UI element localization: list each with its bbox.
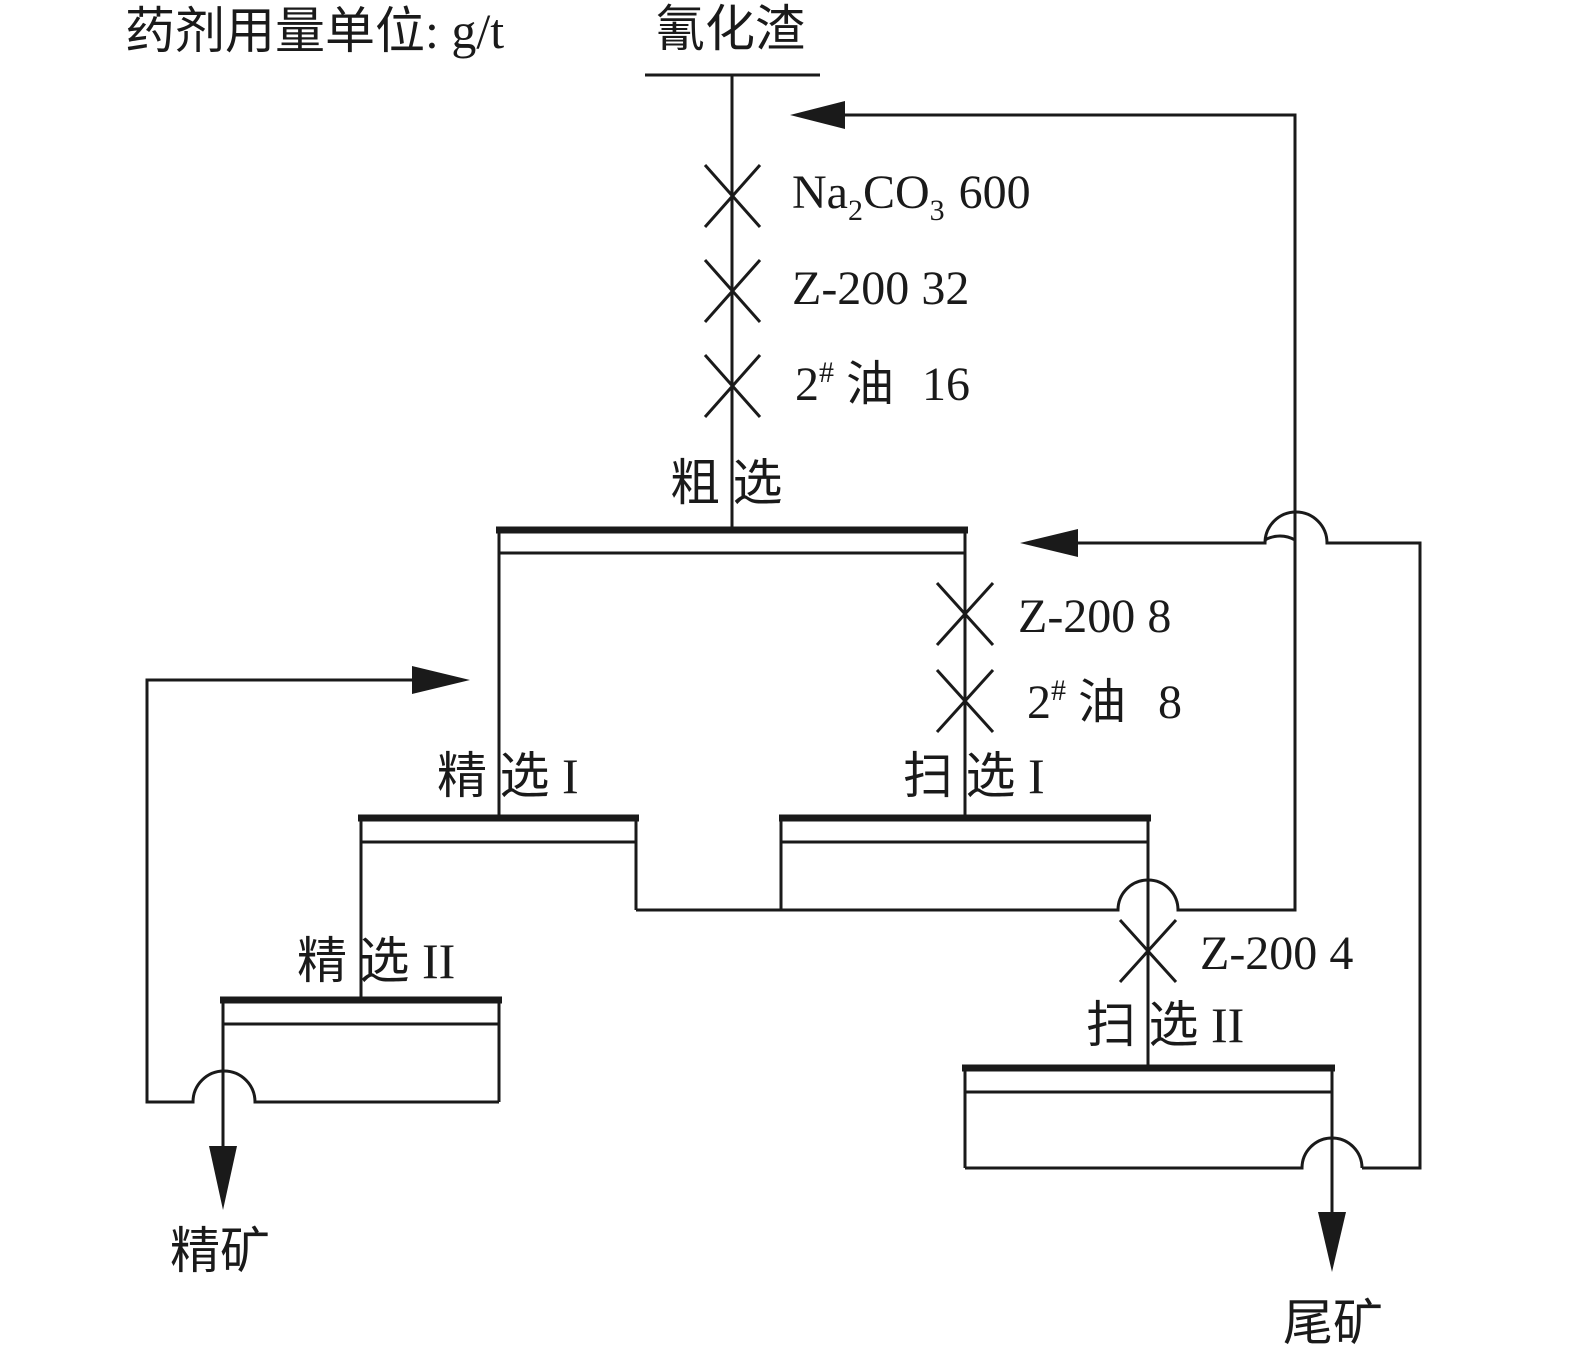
reagent-cross-5 [935,668,995,734]
return-arrow-mid [1020,529,1078,557]
stage-scavenger-1: 扫 选 I [903,748,1045,804]
scav2-conc-return-line [1050,510,1422,1170]
stage-rougher: 粗 选 [670,455,783,511]
tailings-arrow [1318,1212,1346,1272]
stage-scavenger-2: 扫 选 II [1086,997,1244,1053]
middlings-return-line [636,534,1297,912]
reagent-cross-3 [703,354,762,418]
return-arrow-top [790,101,845,129]
reagent-cross-1 [703,164,762,228]
unit-note: 药剂用量单位: g/t [125,3,504,59]
return-arrow-left [412,666,470,694]
reagent-cross-4 [935,581,995,647]
feed-label: 氰化渣 [655,1,805,57]
cleaner2-tail-return-line [145,678,499,1104]
stage-cleaner-2: 精 选 II [297,933,455,989]
reagent-cross-2 [703,259,762,323]
reagent-cross-6 [1118,918,1178,984]
concentrate-arrow [209,1146,237,1210]
stage-cleaner-1: 精 选 I [437,748,579,804]
product-tailings: 尾矿 [1283,1295,1383,1351]
product-concentrate: 精矿 [170,1223,270,1279]
